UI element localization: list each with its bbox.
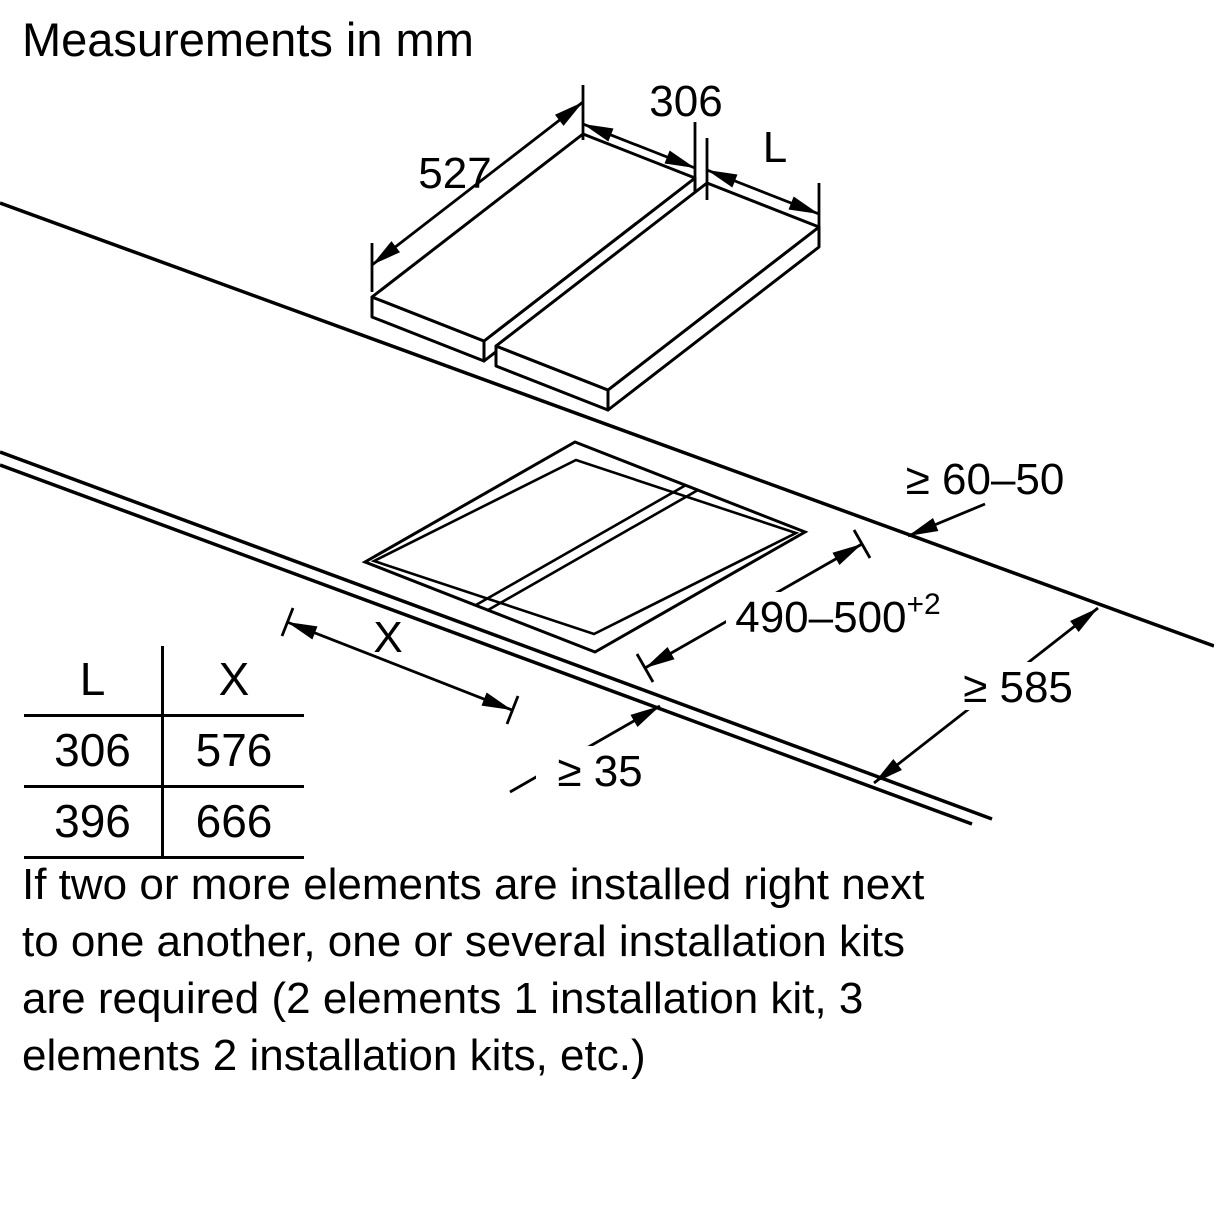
worktop-back-edge-line <box>0 201 1214 648</box>
installation-note-line: are required (2 elements 1 installation … <box>22 974 864 1023</box>
cutout-outer-edge <box>361 440 809 654</box>
hob-elements <box>370 132 821 412</box>
dim-back-clearance-leader <box>907 502 986 538</box>
dim-panel-width-label: 306 <box>649 77 722 126</box>
lx-table-cell-l: 396 <box>54 795 131 847</box>
lx-table-row: 396 666 <box>24 788 304 859</box>
dim-front-clearance-label-halo <box>536 746 666 792</box>
lx-table-header-l: L <box>79 653 106 705</box>
cutout-center-rail-line-2 <box>487 488 699 612</box>
dim-cutout-depth-tolerance: +2 <box>907 588 941 621</box>
dim-panel-width-right <box>705 138 821 244</box>
dim-x-extension-tick-right <box>505 695 520 725</box>
lx-table-row: 306 576 <box>24 717 304 788</box>
dim-cutout-width-label: X <box>373 613 402 662</box>
cutout <box>361 440 809 654</box>
dim-x-line <box>286 620 513 712</box>
installation-note-line: to one another, one or several installat… <box>22 917 905 966</box>
page-title: Measurements in mm <box>22 13 474 66</box>
installation-note-line: elements 2 installation kits, etc.) <box>22 1031 646 1080</box>
dim-306-line <box>582 122 696 170</box>
installation-note: If two or more elements are installed ri… <box>22 856 924 1084</box>
dim-back-clearance-label: ≥ 60–50 <box>906 455 1065 504</box>
dim-panel-width <box>582 122 697 186</box>
dim-cutout-width <box>280 607 520 725</box>
dim-l-line <box>706 168 820 216</box>
lx-table-cell-x: 576 <box>161 717 304 785</box>
dim-worktop-depth-label: ≥ 585 <box>963 663 1073 712</box>
dim-cutout-depth-value: 490–500 <box>735 593 906 642</box>
lx-table-cell-l: 306 <box>54 724 131 776</box>
dim-worktop-depth-label-halo <box>940 662 1096 710</box>
lx-table-cell-x: 666 <box>161 788 304 856</box>
dim-panel-width-right-label: L <box>763 123 787 172</box>
dim-front-clearance-label: ≥ 35 <box>557 747 642 796</box>
installation-note-line: If two or more elements are installed ri… <box>22 860 925 909</box>
cutout-inner-lip <box>370 458 800 636</box>
lx-table-header-row: L X <box>24 646 304 717</box>
lx-table-header-x: X <box>161 646 304 714</box>
cutout-center-rail-line-1 <box>475 483 687 607</box>
dim-panel-depth-label: 527 <box>418 149 491 198</box>
dim-527-line <box>371 100 584 267</box>
lx-table: L X 306 576 396 666 <box>24 646 304 859</box>
